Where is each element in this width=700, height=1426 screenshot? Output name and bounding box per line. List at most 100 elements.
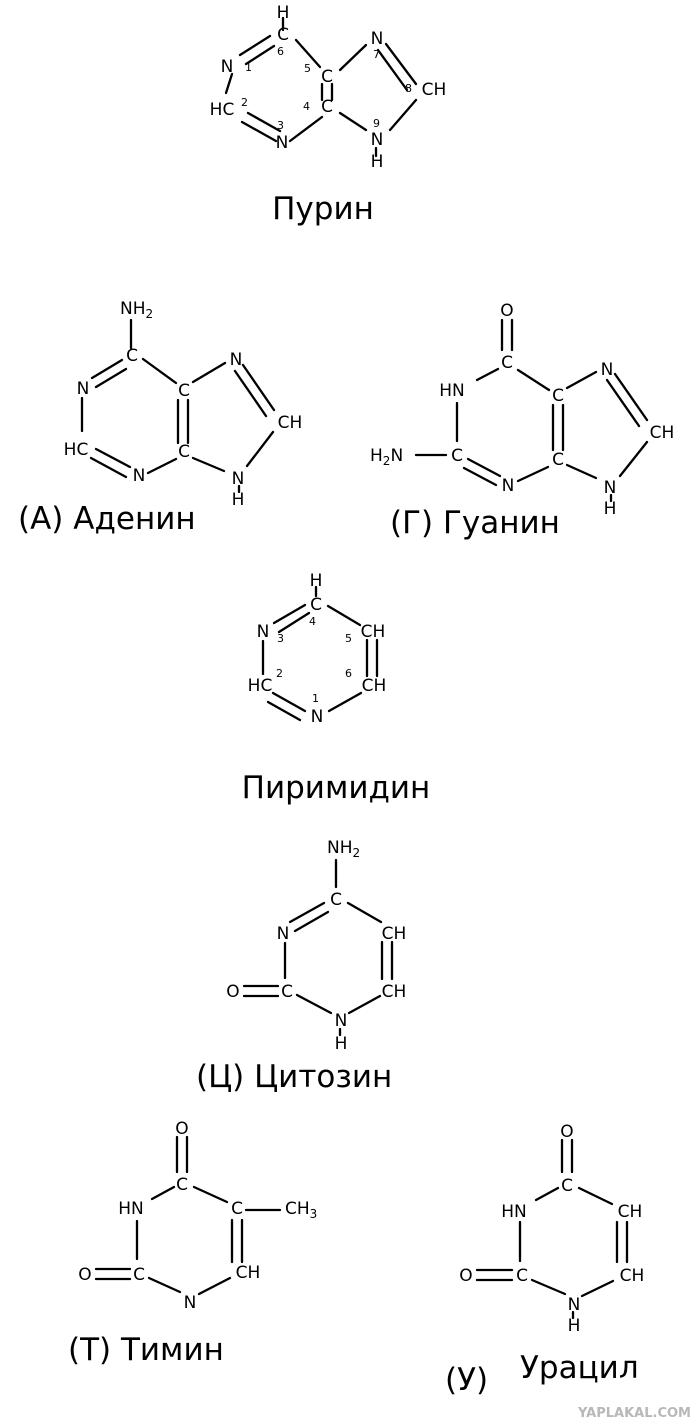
cytosine-atom-n1: N xyxy=(335,1011,348,1031)
purine-number-7: 7 xyxy=(373,48,380,61)
guanine-atom-ch8: CH xyxy=(650,423,675,443)
uracil-atom-o2: O xyxy=(459,1266,472,1286)
thymine-atom-n1: N xyxy=(184,1293,197,1313)
purine-number-6: 6 xyxy=(277,45,284,58)
uracil-name: Урацил xyxy=(520,1350,639,1386)
adenine-atom-n1: N xyxy=(77,379,90,399)
uracil-atoms: O C HN CH O C CH N H xyxy=(459,1122,644,1336)
adenine-atom-c6: C xyxy=(126,346,138,366)
adenine-atom-n3: N xyxy=(133,466,146,486)
thymine-atoms: O C HN C CH3 O C CH N xyxy=(78,1119,317,1313)
adenine-atom-h9: H xyxy=(232,490,245,510)
cytosine-atom-c2: C xyxy=(281,982,293,1002)
purine-bonds xyxy=(224,16,418,158)
thymine-atom-c4: C xyxy=(176,1175,188,1195)
guanine-atom-n7: N xyxy=(601,360,614,380)
cytosine-atom-n3: N xyxy=(277,924,290,944)
guanine-atom-h2n: H2N xyxy=(370,446,403,468)
uracil-atom-n1: N xyxy=(568,1295,581,1315)
purine-number-8: 8 xyxy=(405,82,412,95)
pyrimidine-atom-ch5: CH xyxy=(361,622,386,642)
purine-atom-h9: H xyxy=(371,152,384,172)
uracil-atom-ch5: CH xyxy=(618,1202,643,1222)
cytosine-atom-o: O xyxy=(226,982,239,1002)
adenine-atom-n9: N xyxy=(232,469,245,489)
purine-atom-hc2: HC xyxy=(210,100,235,120)
cytosine-atom-ch6: CH xyxy=(382,982,407,1002)
adenine-atom-nh2: NH2 xyxy=(120,299,153,321)
adenine-bonds xyxy=(80,318,276,494)
guanine-atom-c2: C xyxy=(451,446,463,466)
adenine-atom-c5: C xyxy=(178,381,190,401)
uracil-letter: (У) xyxy=(445,1362,488,1398)
purine-atom-n3: N xyxy=(276,133,289,153)
purine-atom-c4: C xyxy=(321,97,333,117)
uracil-structure: O C HN CH O C CH N H (У) Урацил xyxy=(445,1122,644,1398)
guanine-atom-h9: H xyxy=(604,499,617,519)
guanine-atom-c5: C xyxy=(552,386,564,406)
thymine-atom-hn3: HN xyxy=(118,1199,144,1219)
uracil-atom-h1: H xyxy=(568,1316,581,1336)
purine-number-9: 9 xyxy=(373,117,380,130)
guanine-atom-n3: N xyxy=(502,476,515,496)
adenine-atom-c4: C xyxy=(178,442,190,462)
guanine-atom-o: O xyxy=(500,301,513,321)
adenine-structure: NH2 C N HC N C C N CH N H (А) Аденин xyxy=(18,299,302,537)
guanine-name: (Г) Гуанин xyxy=(390,505,560,541)
cytosine-atom-ch5: CH xyxy=(382,924,407,944)
adenine-atom-n7: N xyxy=(230,350,243,370)
uracil-atom-o4: O xyxy=(560,1122,573,1142)
cytosine-atom-c4: C xyxy=(330,890,342,910)
cytosine-structure: NH2 C N CH O C CH N H (Ц) Цитозин xyxy=(196,838,406,1095)
pyrimidine-atom-c4: C xyxy=(310,595,322,615)
thymine-atom-ch3: CH3 xyxy=(285,1199,317,1221)
pyrimidine-number-3: 3 xyxy=(277,632,284,645)
purine-atom-n9: N xyxy=(371,130,384,150)
guanine-structure: O C HN C H2N N C C N CH N H (Г) Гуанин xyxy=(370,301,674,541)
uracil-atom-hn3: HN xyxy=(501,1202,527,1222)
thymine-bonds xyxy=(94,1135,282,1296)
cytosine-atoms: NH2 C N CH O C CH N H xyxy=(226,838,406,1054)
pyrimidine-number-4: 4 xyxy=(309,615,316,628)
purine-number-4: 4 xyxy=(303,100,310,113)
purine-ring-numbers: 1 2 3 4 5 6 7 8 9 xyxy=(241,45,412,132)
purine-number-1: 1 xyxy=(245,61,252,74)
pyrimidine-atom-hc2: HC xyxy=(248,676,273,696)
purine-structure: H C N HC N C C N CH N H 1 2 3 4 5 6 7 8 … xyxy=(210,3,447,227)
purine-atom-ch8: CH xyxy=(422,80,447,100)
purine-atom-n7: N xyxy=(371,29,384,49)
purine-number-3: 3 xyxy=(277,119,284,132)
pyrimidine-atom-ch6: CH xyxy=(362,676,387,696)
guanine-atom-hn1: HN xyxy=(439,381,465,401)
thymine-atom-c5: C xyxy=(231,1199,243,1219)
pyrimidine-ring-numbers: 1 2 3 4 5 6 xyxy=(276,615,352,705)
guanine-atom-c4: C xyxy=(552,450,564,470)
purine-atom-c5: C xyxy=(321,67,333,87)
cytosine-name: (Ц) Цитозин xyxy=(196,1059,392,1095)
pyrimidine-atoms: H C N CH HC CH N xyxy=(248,571,387,727)
guanine-bonds xyxy=(414,318,649,503)
thymine-atom-ch6: CH xyxy=(236,1263,261,1283)
purine-number-2: 2 xyxy=(241,96,248,109)
watermark: YAPLAKAL.COM xyxy=(577,1406,691,1421)
purine-atom-h: H xyxy=(277,3,290,23)
purine-number-5: 5 xyxy=(304,62,311,75)
pyrimidine-number-1: 1 xyxy=(312,692,319,705)
guanine-atom-n9: N xyxy=(604,478,617,498)
purine-atom-c6: C xyxy=(277,25,289,45)
guanine-atom-c6: C xyxy=(501,353,513,373)
adenine-atom-hc2: HC xyxy=(64,440,89,460)
pyrimidine-structure: H C N CH HC CH N 1 2 3 4 5 6 Пиримидин xyxy=(242,571,431,806)
cytosine-atom-nh2: NH2 xyxy=(327,838,360,860)
pyrimidine-number-6: 6 xyxy=(345,667,352,680)
thymine-name: (Т) Тимин xyxy=(68,1332,224,1368)
pyrimidine-name: Пиримидин xyxy=(242,770,431,806)
cytosine-bonds xyxy=(242,858,394,1037)
purine-atoms: H C N HC N C C N CH N H xyxy=(210,3,447,172)
cytosine-atom-h1: H xyxy=(335,1034,348,1054)
pyrimidine-atom-h: H xyxy=(310,571,323,591)
pyrimidine-number-5: 5 xyxy=(345,632,352,645)
thymine-atom-o2: O xyxy=(78,1265,91,1285)
uracil-atom-c4: C xyxy=(561,1176,573,1196)
